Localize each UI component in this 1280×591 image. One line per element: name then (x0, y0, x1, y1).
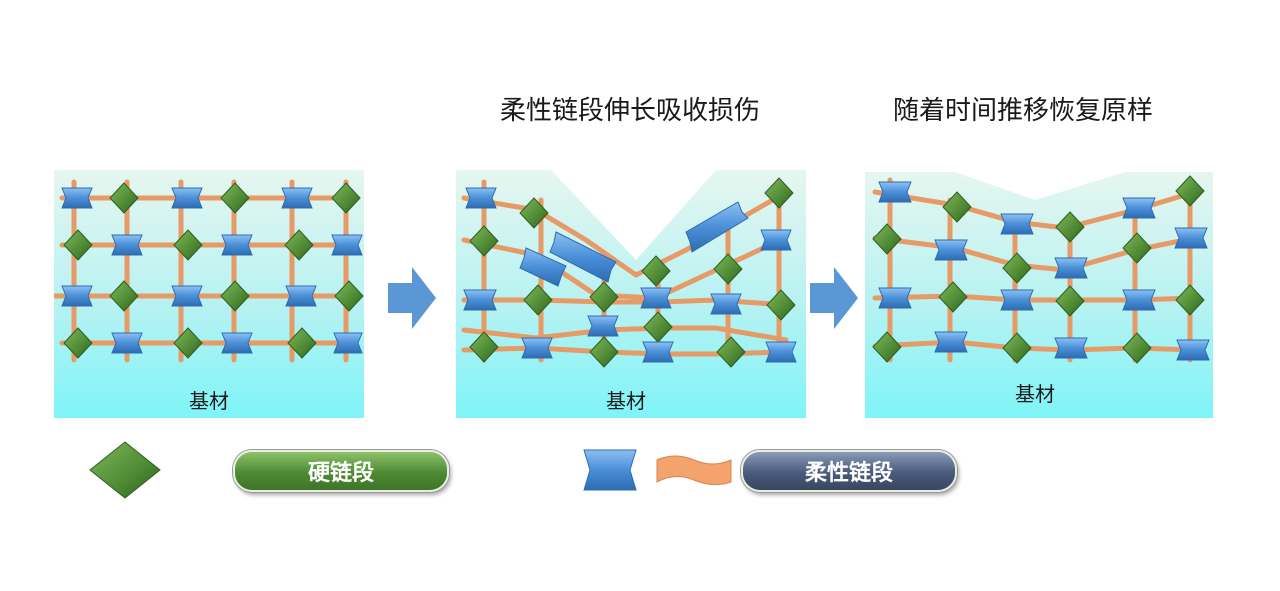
substrate-label: 基材 (1015, 382, 1055, 406)
panel-recovered: 基材 (865, 170, 1213, 418)
substrate-label: 基材 (606, 389, 646, 413)
soft-segment-block-icon (583, 449, 637, 491)
hard-segment-diamond-icon (89, 441, 161, 499)
caption-recover: 随着时间推移恢复原样 (893, 96, 1154, 126)
arrow-right-icon (810, 267, 858, 329)
substrate-label: 基材 (189, 389, 229, 413)
panel-original: 基材 (54, 170, 364, 418)
arrow-right-icon (388, 267, 436, 329)
caption-stretch: 柔性链段伸长吸收损伤 (500, 96, 761, 126)
legend-soft-segment-label: 柔性链段 (741, 450, 957, 492)
legend-hard-segment-label: 硬链段 (233, 450, 449, 492)
panel-damaged: 基材 (456, 170, 806, 418)
soft-chain-icon (656, 455, 732, 486)
